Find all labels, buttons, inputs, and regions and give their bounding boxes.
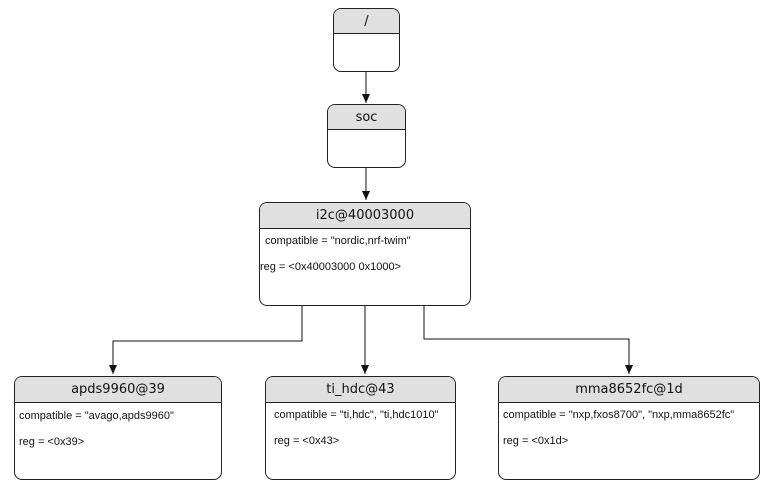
node-apds9960[interactable]: apds9960@39 compatible = "avago,apds9960…	[14, 376, 222, 480]
node-soc[interactable]: soc	[327, 104, 406, 168]
node-ti-hdc[interactable]: ti_hdc@43 compatible = "ti,hdc", "ti,hdc…	[265, 376, 456, 480]
node-ti-hdc-compatible: compatible = "ti,hdc", "ti,hdc1010"	[274, 409, 439, 421]
node-apds9960-title: apds9960@39	[15, 377, 221, 403]
node-root-title: /	[334, 9, 399, 34]
node-i2c[interactable]: i2c@40003000 compatible = "nordic,nrf-tw…	[259, 202, 471, 306]
edge-i2c-apds	[109, 306, 303, 374]
node-mma8652fc-reg: reg = <0x1d>	[503, 435, 569, 447]
node-mma8652fc-title: mma8652fc@1d	[499, 377, 759, 403]
node-mma8652fc[interactable]: mma8652fc@1d compatible = "nxp,fxos8700"…	[498, 376, 760, 480]
node-i2c-title: i2c@40003000	[260, 203, 470, 229]
node-mma8652fc-compatible: compatible = "nxp,fxos8700", "nxp,mma865…	[503, 409, 735, 421]
node-ti-hdc-reg: reg = <0x43>	[274, 435, 340, 447]
node-apds9960-reg: reg = <0x39>	[19, 436, 85, 448]
node-root[interactable]: /	[333, 8, 400, 72]
node-ti-hdc-title: ti_hdc@43	[266, 377, 455, 403]
edge-i2c-mma	[423, 306, 633, 374]
node-i2c-compatible: compatible = "nordic,nrf-twim"	[265, 235, 411, 247]
node-apds9960-compatible: compatible = "avago,apds9960"	[19, 410, 174, 422]
node-soc-title: soc	[328, 105, 405, 130]
node-i2c-reg: reg = <0x40003000 0x1000>	[260, 261, 401, 273]
